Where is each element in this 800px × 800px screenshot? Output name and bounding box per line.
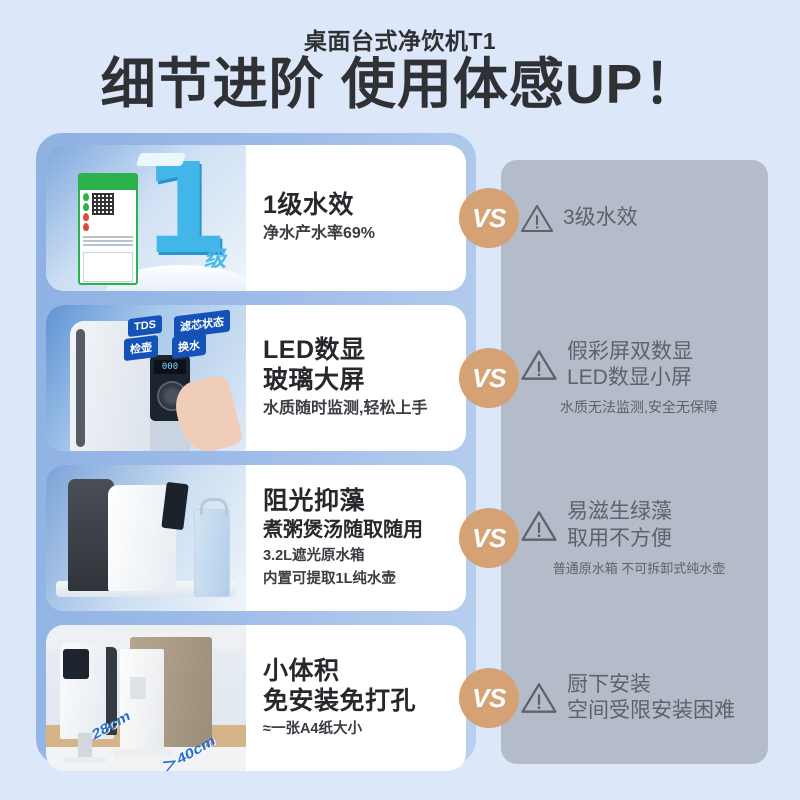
competitor-title-4a: 厨下安装: [567, 672, 651, 696]
compact-unit-base-shape: [64, 757, 106, 763]
large-unit-spout-shape: [130, 677, 146, 699]
compact-unit-panel-shape: [63, 649, 89, 679]
water-pitcher-shape: [194, 498, 230, 597]
product-text-2: LED数显 玻璃大屏 水质随时监测,轻松上手: [246, 305, 466, 451]
vs-badge-4: VS: [459, 668, 519, 728]
warning-triangle-icon: [521, 350, 557, 380]
vs-badge-2: VS: [459, 348, 519, 408]
product-title-2b: 玻璃大屏: [263, 365, 366, 394]
warning-triangle-icon: [520, 204, 554, 232]
grade-number-highlight: [135, 153, 187, 166]
competitor-subtext-3: 普通原水箱 不可拆卸式纯水壶: [552, 560, 726, 576]
product-title-4b: 免安装免打孔: [263, 686, 417, 715]
competitor-title-2a: 假彩屏双数显: [567, 339, 693, 363]
competitor-title-2b: LED数显小屏: [567, 366, 692, 389]
competitor-block-1: 3级水效: [520, 145, 770, 291]
product-card-4[interactable]: 28cm ＞40cm 小体积 免安装免打孔 ≈一张A4纸大小: [46, 625, 466, 771]
product-card-1[interactable]: 1 级 1级水效 净水产水率69%: [46, 145, 466, 291]
product-photo-1: 1 级: [46, 145, 246, 291]
warning-triangle-icon: [521, 683, 557, 713]
product-title-3: 阻光抑藻: [263, 486, 366, 515]
competitor-panel: [501, 160, 768, 764]
comparison-row-4: 28cm ＞40cm 小体积 免安装免打孔 ≈一张A4纸大小 VS 厨下安装 空…: [0, 625, 800, 771]
product-subtext-2: 水质随时监测,轻松上手: [263, 400, 428, 418]
vs-badge-1: VS: [459, 188, 519, 248]
product-card-2[interactable]: 000 TDS 滤芯状态 检壶 换水 LED数显 玻璃大屏 水质随时监测,轻松上…: [46, 305, 466, 451]
feature-tag-change-water: 换水: [172, 332, 206, 360]
competitor-title-3a: 易滋生绿藻: [567, 500, 672, 524]
product-title-2a: LED数显: [263, 336, 366, 365]
product-title-4a: 小体积: [263, 657, 340, 686]
vs-badge-3: VS: [459, 508, 519, 568]
competitor-title-4b: 空间受限安装困难: [567, 699, 735, 722]
product-text-3: 阻光抑藻 煮粥煲汤随取随用 3.2L遮光原水箱 内置可提取1L纯水壶: [246, 465, 466, 611]
comparison-row-2: 000 TDS 滤芯状态 检壶 换水 LED数显 玻璃大屏 水质随时监测,轻松上…: [0, 305, 800, 451]
led-screen: 000: [154, 360, 186, 374]
product-subtext-3a: 3.2L遮光原水箱: [263, 548, 365, 565]
product-text-1: 1级水效 净水产水率69%: [246, 145, 466, 291]
large-unit-tray-shape: [114, 749, 172, 757]
feature-tag-check-kettle: 检壶: [124, 334, 158, 362]
product-photo-4: 28cm ＞40cm: [46, 625, 246, 771]
comparison-row-1: 1 级 1级水效 净水产水率69% VS: [0, 145, 800, 291]
product-photo-2: 000 TDS 滤芯状态 检壶 换水: [46, 305, 246, 451]
product-subtext-1: 净水产水率69%: [263, 225, 376, 243]
product-photo-3: [46, 465, 246, 611]
water-efficiency-label-icon: [78, 173, 138, 285]
dark-tank-shape: [68, 479, 114, 591]
competitor-title-1: 3级水效: [563, 205, 638, 229]
product-subtext-3b: 内置可提取1L纯水壶: [263, 571, 396, 588]
competitor-block-2: 假彩屏双数显 LED数显小屏 水质无法监测,安全无保障: [520, 305, 770, 451]
competitor-block-4: 厨下安装 空间受限安装困难: [520, 625, 770, 771]
page-title: 细节进阶 使用体感UP！: [100, 53, 700, 115]
grade-number-glyph: 1: [142, 145, 229, 282]
product-card-3[interactable]: 阻光抑藻 煮粥煲汤随取随用 3.2L遮光原水箱 内置可提取1L纯水壶: [46, 465, 466, 611]
warning-triangle-icon: [521, 510, 557, 541]
product-text-4: 小体积 免安装免打孔 ≈一张A4纸大小: [246, 625, 466, 771]
competitor-block-3: 易滋生绿藻 取用不方便 普通原水箱 不可拆卸式纯水壶: [520, 465, 770, 611]
product-title-1: 1级水效: [263, 190, 354, 219]
competitor-subtext-2: 水质无法监测,安全无保障: [560, 399, 718, 416]
page-header: 桌面台式净饮机T1 细节进阶 使用体感UP！: [0, 0, 800, 128]
competitor-title-3b: 取用不方便: [567, 526, 672, 550]
comparison-row-3: 阻光抑藻 煮粥煲汤随取随用 3.2L遮光原水箱 内置可提取1L纯水壶 VS 易滋…: [0, 465, 800, 611]
compact-unit-tank-shape: [106, 647, 117, 735]
product-subtitle: 桌面台式净饮机T1: [303, 28, 497, 54]
product-subtext-4: ≈一张A4纸大小: [263, 721, 362, 738]
compact-unit-stand-shape: [78, 733, 92, 759]
qr-code-icon: [92, 193, 114, 215]
large-unit-front-shape: [120, 649, 164, 751]
product-subtitle-bold-3: 煮粥煲汤随取随用: [263, 519, 423, 542]
